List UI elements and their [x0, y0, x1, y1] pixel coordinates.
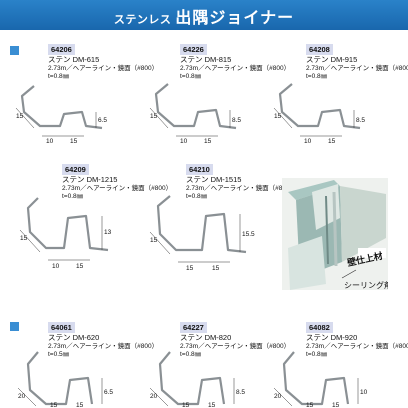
- dim-label: 20: [18, 393, 26, 400]
- product-spec: 2.73m／ヘアーライン・鏡面（#800）: [48, 343, 159, 350]
- catalog-header: ステンレス出隅ジョイナー: [0, 0, 408, 30]
- dim-label: 15: [76, 402, 84, 408]
- profile-drawing: 15 15 15 15.5: [149, 195, 255, 272]
- dim-label: 15: [182, 402, 190, 408]
- dim-label: 8.5: [356, 117, 365, 124]
- product-thickness: t=0.8㎜: [186, 193, 208, 200]
- dim-label: 15: [150, 237, 158, 244]
- dim-label: 6.5: [104, 389, 113, 396]
- profile-drawing: 20 15 15 8.5: [149, 351, 245, 408]
- dim-label: 15: [76, 263, 84, 270]
- profile-drawing: 15 10 15 6.5: [15, 85, 107, 145]
- dim-label: 15: [16, 113, 24, 120]
- product-code: 64208: [306, 44, 333, 55]
- row-marker: [10, 322, 19, 331]
- dim-label: 15: [20, 235, 28, 242]
- product-code: 64210: [186, 164, 213, 175]
- header-main-title: 出隅ジョイナー: [175, 8, 295, 27]
- dim-label: 15: [306, 402, 314, 408]
- dim-label: 8.5: [232, 117, 241, 124]
- dim-label: 15: [50, 402, 58, 408]
- product-spec: 2.73m／ヘアーライン・鏡面（#800）: [186, 185, 297, 192]
- profile-drawing: 15 10 15 8.5: [149, 83, 241, 145]
- dim-label: 15: [204, 138, 212, 145]
- product-name: ステン DM-920: [306, 333, 358, 342]
- dim-label: 6.5: [98, 117, 107, 124]
- dim-label: 15: [274, 113, 282, 120]
- dim-label: 15: [332, 402, 340, 408]
- dim-label: 15: [328, 138, 336, 145]
- product-thickness: t=0.5㎜: [48, 351, 70, 358]
- product-code: 64206: [48, 44, 75, 55]
- product-name: ステン DM-615: [48, 55, 100, 64]
- product-spec: 2.73m／ヘアーライン・鏡面（#800）: [180, 343, 291, 350]
- product-spec: 2.73m／ヘアーライン・鏡面（#800）: [180, 65, 291, 72]
- profile-drawing: 20 15 15 10: [273, 351, 368, 408]
- header-subtitle: ステンレス: [113, 13, 172, 26]
- dim-label: 8.5: [236, 389, 245, 396]
- product-name: ステン DM-815: [180, 55, 232, 64]
- dim-label: 15.5: [242, 231, 255, 238]
- product-spec: 2.73m／ヘアーライン・鏡面（#800）: [306, 65, 408, 72]
- header-title: ステンレス出隅ジョイナー: [0, 4, 408, 28]
- sealant-label: シーリング剤: [344, 280, 388, 290]
- profile-drawing: 20 15 15 6.5: [17, 351, 113, 408]
- dim-label: 15: [212, 265, 220, 272]
- product-thickness: t=0.8㎜: [306, 351, 328, 358]
- product-thickness: t=0.8㎜: [306, 73, 328, 80]
- product-thickness: t=0.8㎜: [180, 351, 202, 358]
- dim-label: 10: [360, 389, 368, 396]
- dim-label: 10: [304, 138, 312, 145]
- dim-label: 15: [150, 113, 158, 120]
- installation-illustration: 壁仕上材 シーリング剤: [282, 178, 388, 290]
- dim-label: 10: [180, 138, 188, 145]
- profile-drawing: 15 10 15 13: [19, 197, 112, 270]
- row-marker: [10, 46, 19, 55]
- dim-label: 20: [274, 393, 282, 400]
- dim-label: 10: [52, 263, 60, 270]
- product-name: ステン DM-1215: [62, 175, 118, 184]
- dim-label: 10: [46, 138, 54, 145]
- product-name: ステン DM-620: [48, 333, 100, 342]
- product-spec: 2.73m／ヘアーライン・鏡面（#800）: [62, 185, 173, 192]
- product-code: 64226: [180, 44, 207, 55]
- dim-label: 15: [70, 138, 78, 145]
- dim-label: 15: [208, 402, 216, 408]
- profile-drawing: 15 10 15 8.5: [273, 83, 365, 145]
- product-code: 64227: [180, 322, 207, 333]
- product-name: ステン DM-915: [306, 55, 358, 64]
- dim-label: 15: [186, 265, 194, 272]
- product-code: 64209: [62, 164, 89, 175]
- product-code: 64061: [48, 322, 75, 333]
- product-thickness: t=0.8㎜: [48, 73, 70, 80]
- product-name: ステン DM-1515: [186, 175, 242, 184]
- product-spec: 2.73m／ヘアーライン・鏡面（#800）: [306, 343, 408, 350]
- product-code: 64082: [306, 322, 333, 333]
- product-thickness: t=0.8㎜: [180, 73, 202, 80]
- dim-label: 13: [104, 229, 112, 236]
- dim-label: 20: [150, 393, 158, 400]
- product-spec: 2.73m／ヘアーライン・鏡面（#800）: [48, 65, 159, 72]
- product-thickness: t=0.8㎜: [62, 193, 84, 200]
- product-name: ステン DM-820: [180, 333, 232, 342]
